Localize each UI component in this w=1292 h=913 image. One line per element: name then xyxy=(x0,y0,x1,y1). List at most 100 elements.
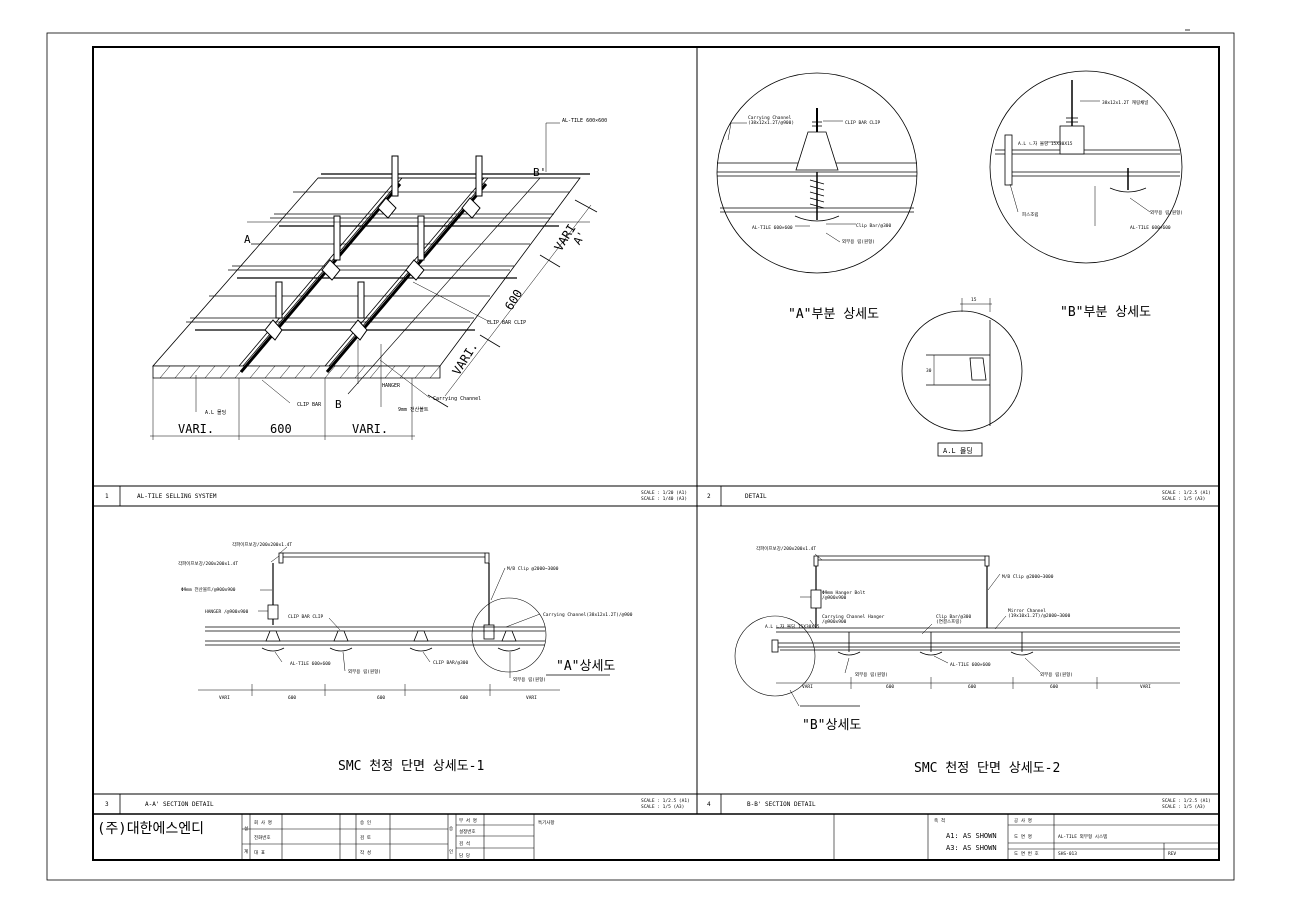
tb-side-1: 설 xyxy=(244,825,248,832)
tb-side-3: 승 xyxy=(449,825,453,832)
section-b-caption: SMC 천정 단면 상세도-2 xyxy=(914,761,1060,776)
section-b-clip-2: (연결스프링) xyxy=(936,618,962,625)
dim-vari-left: VARI. xyxy=(178,422,214,436)
panel-2-number: 2 xyxy=(707,493,711,500)
detail-b-view xyxy=(989,70,1183,264)
panel-1-number: 1 xyxy=(105,493,109,500)
section-a-carrying: Carrying Channel(38x12x1.2T)/@900 xyxy=(543,612,633,618)
section-b-rib2: 외부용 림(원형) xyxy=(1040,671,1073,678)
tb-rev-2: 설정번호 xyxy=(459,828,476,835)
panel-1-title: AL-TILE SELLING SYSTEM xyxy=(137,493,217,500)
section-a-angle1: 각파이프보강/200x200x1.4T xyxy=(232,541,292,548)
panel-1-scale-a3: SCALE : 1/40 (A3) xyxy=(641,496,687,502)
label-bolt: 9mm 전산볼트 xyxy=(398,406,429,413)
detail-a-title: "A"부분 상세도 xyxy=(788,307,879,322)
section-a-dim-2: 600 xyxy=(288,695,296,701)
section-b-ch-hanger-1: Carrying Channel Hanger xyxy=(822,614,885,620)
detail-a-al-tile: AL-TILE 600×600 xyxy=(752,225,793,231)
label-al-molding: A.L 몰딩 xyxy=(205,409,226,416)
section-a-view xyxy=(198,546,610,696)
tb-notes-label: 특기사항 xyxy=(538,819,555,826)
tb-rev-1: 부 서 명 xyxy=(459,817,477,824)
molding-dim-15: 15 xyxy=(971,297,977,303)
section-b-angle: 각파이프보강/200x200x1.4T xyxy=(756,545,816,552)
tb-scale-a1: A1: AS SHOWN xyxy=(946,832,997,840)
section-b-dim-2: 600 xyxy=(886,684,894,690)
section-b-mb-clip: M/B Clip @2000~3000 xyxy=(1002,574,1054,580)
detail-b-screw: 피스조립 xyxy=(1022,211,1039,218)
panel-4-scale-a3: SCALE : 1/5 (A3) xyxy=(1162,804,1205,810)
detail-b-title: "B"부분 상세도 xyxy=(1060,305,1151,320)
panel-4-scale-a1: SCALE : 1/2.5 (A1) xyxy=(1162,798,1211,804)
tb-drawing-name: AL-TILE 외부형 시스템 xyxy=(1058,833,1107,840)
panel-2-title: DETAIL xyxy=(745,493,767,500)
section-a-bolt: Φ9mm 전산볼트/@900x900 xyxy=(181,586,236,593)
section-b-dim-5: VARI xyxy=(1140,684,1151,690)
section-b-al-tile: AL-TILE 600×600 xyxy=(950,662,991,668)
section-b-dim-1: VARI xyxy=(802,684,813,690)
tb-scale-label: 축 척 xyxy=(934,817,945,824)
molding-detail-view xyxy=(901,298,1023,457)
section-a-dim-4: 600 xyxy=(460,695,468,701)
tb-approval-1: 승 인 xyxy=(360,819,371,826)
detail-b-channel: 38x12x1.2T 캐링채널 xyxy=(1102,99,1148,106)
tb-approval-2: 검 토 xyxy=(360,834,371,841)
section-a-dim-5: VARI xyxy=(526,695,537,701)
section-b-bolt-2: /@900x900 xyxy=(822,595,847,601)
molding-dim-30: 30 xyxy=(926,368,932,374)
section-b-clip-1: Clip Bar/@300 xyxy=(936,614,972,620)
panel-3-title: A-A' SECTION DETAIL xyxy=(145,801,214,808)
section-b-callout: "B"상세도 xyxy=(802,718,861,733)
label-carrying-channel: Carrying Channel xyxy=(433,396,481,402)
tb-scale-a3: A3: AS SHOWN xyxy=(946,844,997,852)
company-name: (주)대한에스엔디 xyxy=(97,821,204,837)
tb-role-1: 회 사 명 xyxy=(254,819,272,826)
isometric-view xyxy=(150,122,598,440)
section-mark-a-prime: A' xyxy=(571,229,589,247)
detail-a-clip-bar: Clip Bar/@300 xyxy=(856,223,892,229)
section-mark-b-prime: B' xyxy=(533,166,546,179)
section-b-dim-4: 600 xyxy=(1050,684,1058,690)
tb-number-value: SHS-013 xyxy=(1058,851,1077,857)
label-clip-bar: CLIP BAR xyxy=(297,402,322,408)
section-a-rib1: 외부용 림(원형) xyxy=(348,668,381,675)
section-b-rib1: 외부용 림(원형) xyxy=(855,671,888,678)
section-b-dim-3: 600 xyxy=(968,684,976,690)
tb-number-label: 도 면 번 호 xyxy=(1014,850,1039,857)
panel-4-title: B-B' SECTION DETAIL xyxy=(747,801,816,808)
dim-vari-right: VARI. xyxy=(352,422,388,436)
panel-2-scale-a3: SCALE : 1/5 (A3) xyxy=(1162,496,1205,502)
dim-600-diag: 600 xyxy=(502,287,525,313)
tb-side-2: 계 xyxy=(244,848,248,855)
panel-4-number: 4 xyxy=(707,801,711,808)
detail-a-clip-bar-clip: CLIP BAR CLIP xyxy=(845,120,881,126)
tb-role-2: 전화번호 xyxy=(254,834,271,841)
section-a-dim-1: VARI xyxy=(219,695,230,701)
section-a-angle2: 각파이프보강/200x200x1.4T xyxy=(178,560,238,567)
detail-a-rib: 외부용 림(원형) xyxy=(842,238,875,245)
section-b-angle-mold: A.L ㄴ자 몰딩 15X30X15 xyxy=(765,623,820,630)
section-a-callout: "A"상세도 xyxy=(556,659,615,674)
section-a-rib2: 외부용 림(원형) xyxy=(513,676,546,683)
label-clip-bar-clip: CLIP BAR CLIP xyxy=(487,320,526,326)
panel-1-scale-a1: SCALE : 1/20 (A1) xyxy=(641,490,687,496)
section-b-ch-hanger-2: /@900x900 xyxy=(822,619,847,625)
section-b-view xyxy=(734,553,1180,707)
tb-project-label: 공 사 명 xyxy=(1014,817,1032,824)
detail-a-carrying-2: (38x12x1.2T/@900) xyxy=(748,120,794,126)
tb-rev-label: REV xyxy=(1168,851,1176,857)
tb-side-4: 인 xyxy=(449,848,453,855)
detail-a-view xyxy=(716,72,918,274)
panel-3-number: 3 xyxy=(105,801,109,808)
detail-b-rib: 외부용 림(원형) xyxy=(1150,209,1183,216)
section-a-clip-bar-clip: CLIP BAR CLIP xyxy=(288,614,324,620)
section-b-mirror-2: (19x10x1.2T)/@2000~3000 xyxy=(1008,613,1071,619)
section-b-bolt-1: Φ9mm Hanger Bolt xyxy=(822,590,866,596)
section-a-al-tile: AL-TILE 600×600 xyxy=(290,661,331,667)
section-a-dim-3: 600 xyxy=(377,695,385,701)
tb-role-3: 대 표 xyxy=(254,849,265,856)
panel-2-scale-a1: SCALE : 1/2.5 (A1) xyxy=(1162,490,1211,496)
panel-3-scale-a1: SCALE : 1/2.5 (A1) xyxy=(641,798,690,804)
section-mark-a: A xyxy=(244,233,251,246)
